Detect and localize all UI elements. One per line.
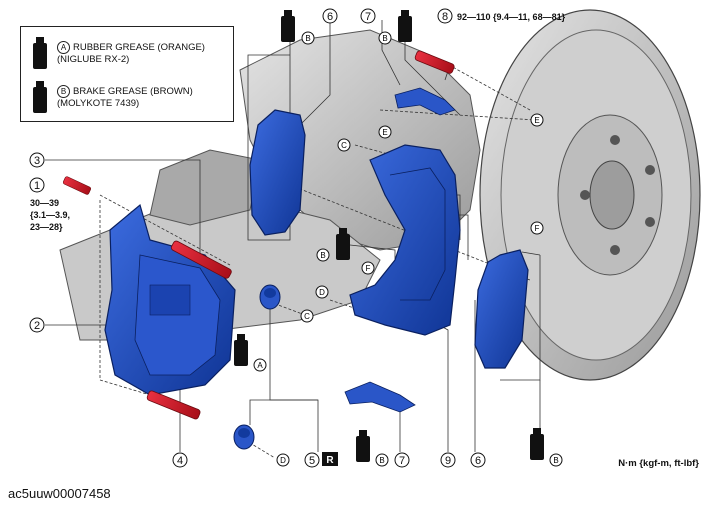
callout-3: 3 <box>29 152 45 168</box>
svg-text:D: D <box>319 288 325 297</box>
grease-can-icon <box>33 37 47 69</box>
letter-f-disc: F <box>530 221 544 235</box>
letter-b-bottom-mid: B <box>375 453 389 467</box>
legend-letter-a: A <box>57 41 70 54</box>
letter-f-bracket: F <box>361 261 375 275</box>
callout-8: 8 <box>437 8 453 24</box>
grease-can-icon <box>33 81 47 113</box>
svg-text:6: 6 <box>475 455 481 467</box>
svg-text:B: B <box>382 34 387 43</box>
torque-bolt-1-line2: {3.1—3.9, <box>30 210 70 220</box>
pad-clip-lower <box>344 381 416 413</box>
callout-1: 1 <box>29 177 45 193</box>
svg-text:B: B <box>379 456 384 465</box>
svg-text:5: 5 <box>309 455 315 467</box>
pad-clip-upper <box>394 87 456 116</box>
svg-text:B: B <box>320 251 325 260</box>
figure-code: ac5uuw00007458 <box>8 486 111 501</box>
svg-text:E: E <box>382 128 387 137</box>
grease-can-b-bottom-right <box>530 428 544 460</box>
callout-5: 5 <box>304 452 320 468</box>
caliper-bracket <box>349 144 461 336</box>
svg-text:7: 7 <box>365 11 371 23</box>
svg-text:1: 1 <box>34 180 40 192</box>
torque-bolt-1-line3: 23—28} <box>30 222 63 232</box>
letter-b-mid: B <box>316 248 330 262</box>
svg-text:7: 7 <box>399 455 405 467</box>
letter-e-disc: E <box>530 113 544 127</box>
letter-c-boot: C <box>300 309 314 323</box>
svg-text:B: B <box>305 34 310 43</box>
callout-2: 2 <box>29 317 45 333</box>
callout-4: 4 <box>172 452 188 468</box>
svg-text:E: E <box>534 116 539 125</box>
exploded-brake-diagram: 1 2 3 4 5 6 6 7 7 8 9 92—110 {9.4—11, 68… <box>29 8 701 468</box>
letter-e-top: E <box>378 125 392 139</box>
torque-bolt-1-line1: 30—39 <box>30 198 59 208</box>
boot-upper <box>259 284 281 310</box>
r-mark-box: R <box>322 452 338 466</box>
svg-text:4: 4 <box>177 455 183 467</box>
letter-b-bottom-right: B <box>549 453 563 467</box>
caliper-bolt-lower <box>146 390 201 420</box>
svg-text:B: B <box>553 456 558 465</box>
caliper-bolt-upper <box>170 240 232 279</box>
letter-b-top-right: B <box>378 31 392 45</box>
brake-pad-outer <box>474 249 529 369</box>
svg-text:3: 3 <box>34 155 40 167</box>
svg-text:2: 2 <box>34 320 40 332</box>
boot-lower <box>233 424 255 450</box>
letter-d-bracket: D <box>315 285 329 299</box>
brake-disc <box>479 9 701 381</box>
letter-d-bottom: D <box>276 453 290 467</box>
diagram-svg: 1 2 3 4 5 6 6 7 7 8 9 92—110 {9.4—11, 68… <box>29 8 701 468</box>
bolt-1 <box>62 176 92 195</box>
torque-bolt-8: 92—110 {9.4—11, 68—81} <box>457 12 566 22</box>
legend-b-line2: (MOLYKOTE 7439) <box>57 98 140 110</box>
callout-9: 9 <box>440 452 456 468</box>
svg-text:R: R <box>326 455 334 466</box>
svg-text:D: D <box>280 456 286 465</box>
torque-units-label: N·m {kgf-m, ft-lbf} <box>618 458 699 469</box>
caliper-body <box>104 203 236 396</box>
grease-can-b-mid <box>336 228 350 260</box>
brake-pad-inner <box>249 109 306 236</box>
svg-text:C: C <box>304 312 310 321</box>
svg-text:F: F <box>366 264 371 273</box>
bolt-8 <box>414 50 455 74</box>
callout-7-upper: 7 <box>360 8 376 24</box>
grease-can-a-mid <box>234 334 248 366</box>
svg-text:9: 9 <box>445 455 451 467</box>
legend-a-line1: RUBBER GREASE (ORANGE) <box>73 42 205 54</box>
legend-a-line2: (NIGLUBE RX-2) <box>57 54 130 66</box>
callout-6-lower: 6 <box>470 452 486 468</box>
callout-7-lower: 7 <box>394 452 410 468</box>
svg-text:A: A <box>257 361 263 370</box>
grease-can-b-top-right <box>398 10 412 42</box>
callout-6-upper: 6 <box>322 8 338 24</box>
grease-can-b-top-left <box>281 10 295 42</box>
svg-text:8: 8 <box>442 11 448 23</box>
letter-b-top-left: B <box>301 31 315 45</box>
grease-can-b-bottom-mid <box>356 430 370 462</box>
svg-text:C: C <box>341 141 347 150</box>
letter-a-mid: A <box>253 358 267 372</box>
svg-text:6: 6 <box>327 11 333 23</box>
legend-b-line1: BRAKE GREASE (BROWN) <box>73 86 193 98</box>
letter-c-top: C <box>337 138 351 152</box>
legend-letter-b: B <box>57 85 70 98</box>
svg-text:F: F <box>535 224 540 233</box>
